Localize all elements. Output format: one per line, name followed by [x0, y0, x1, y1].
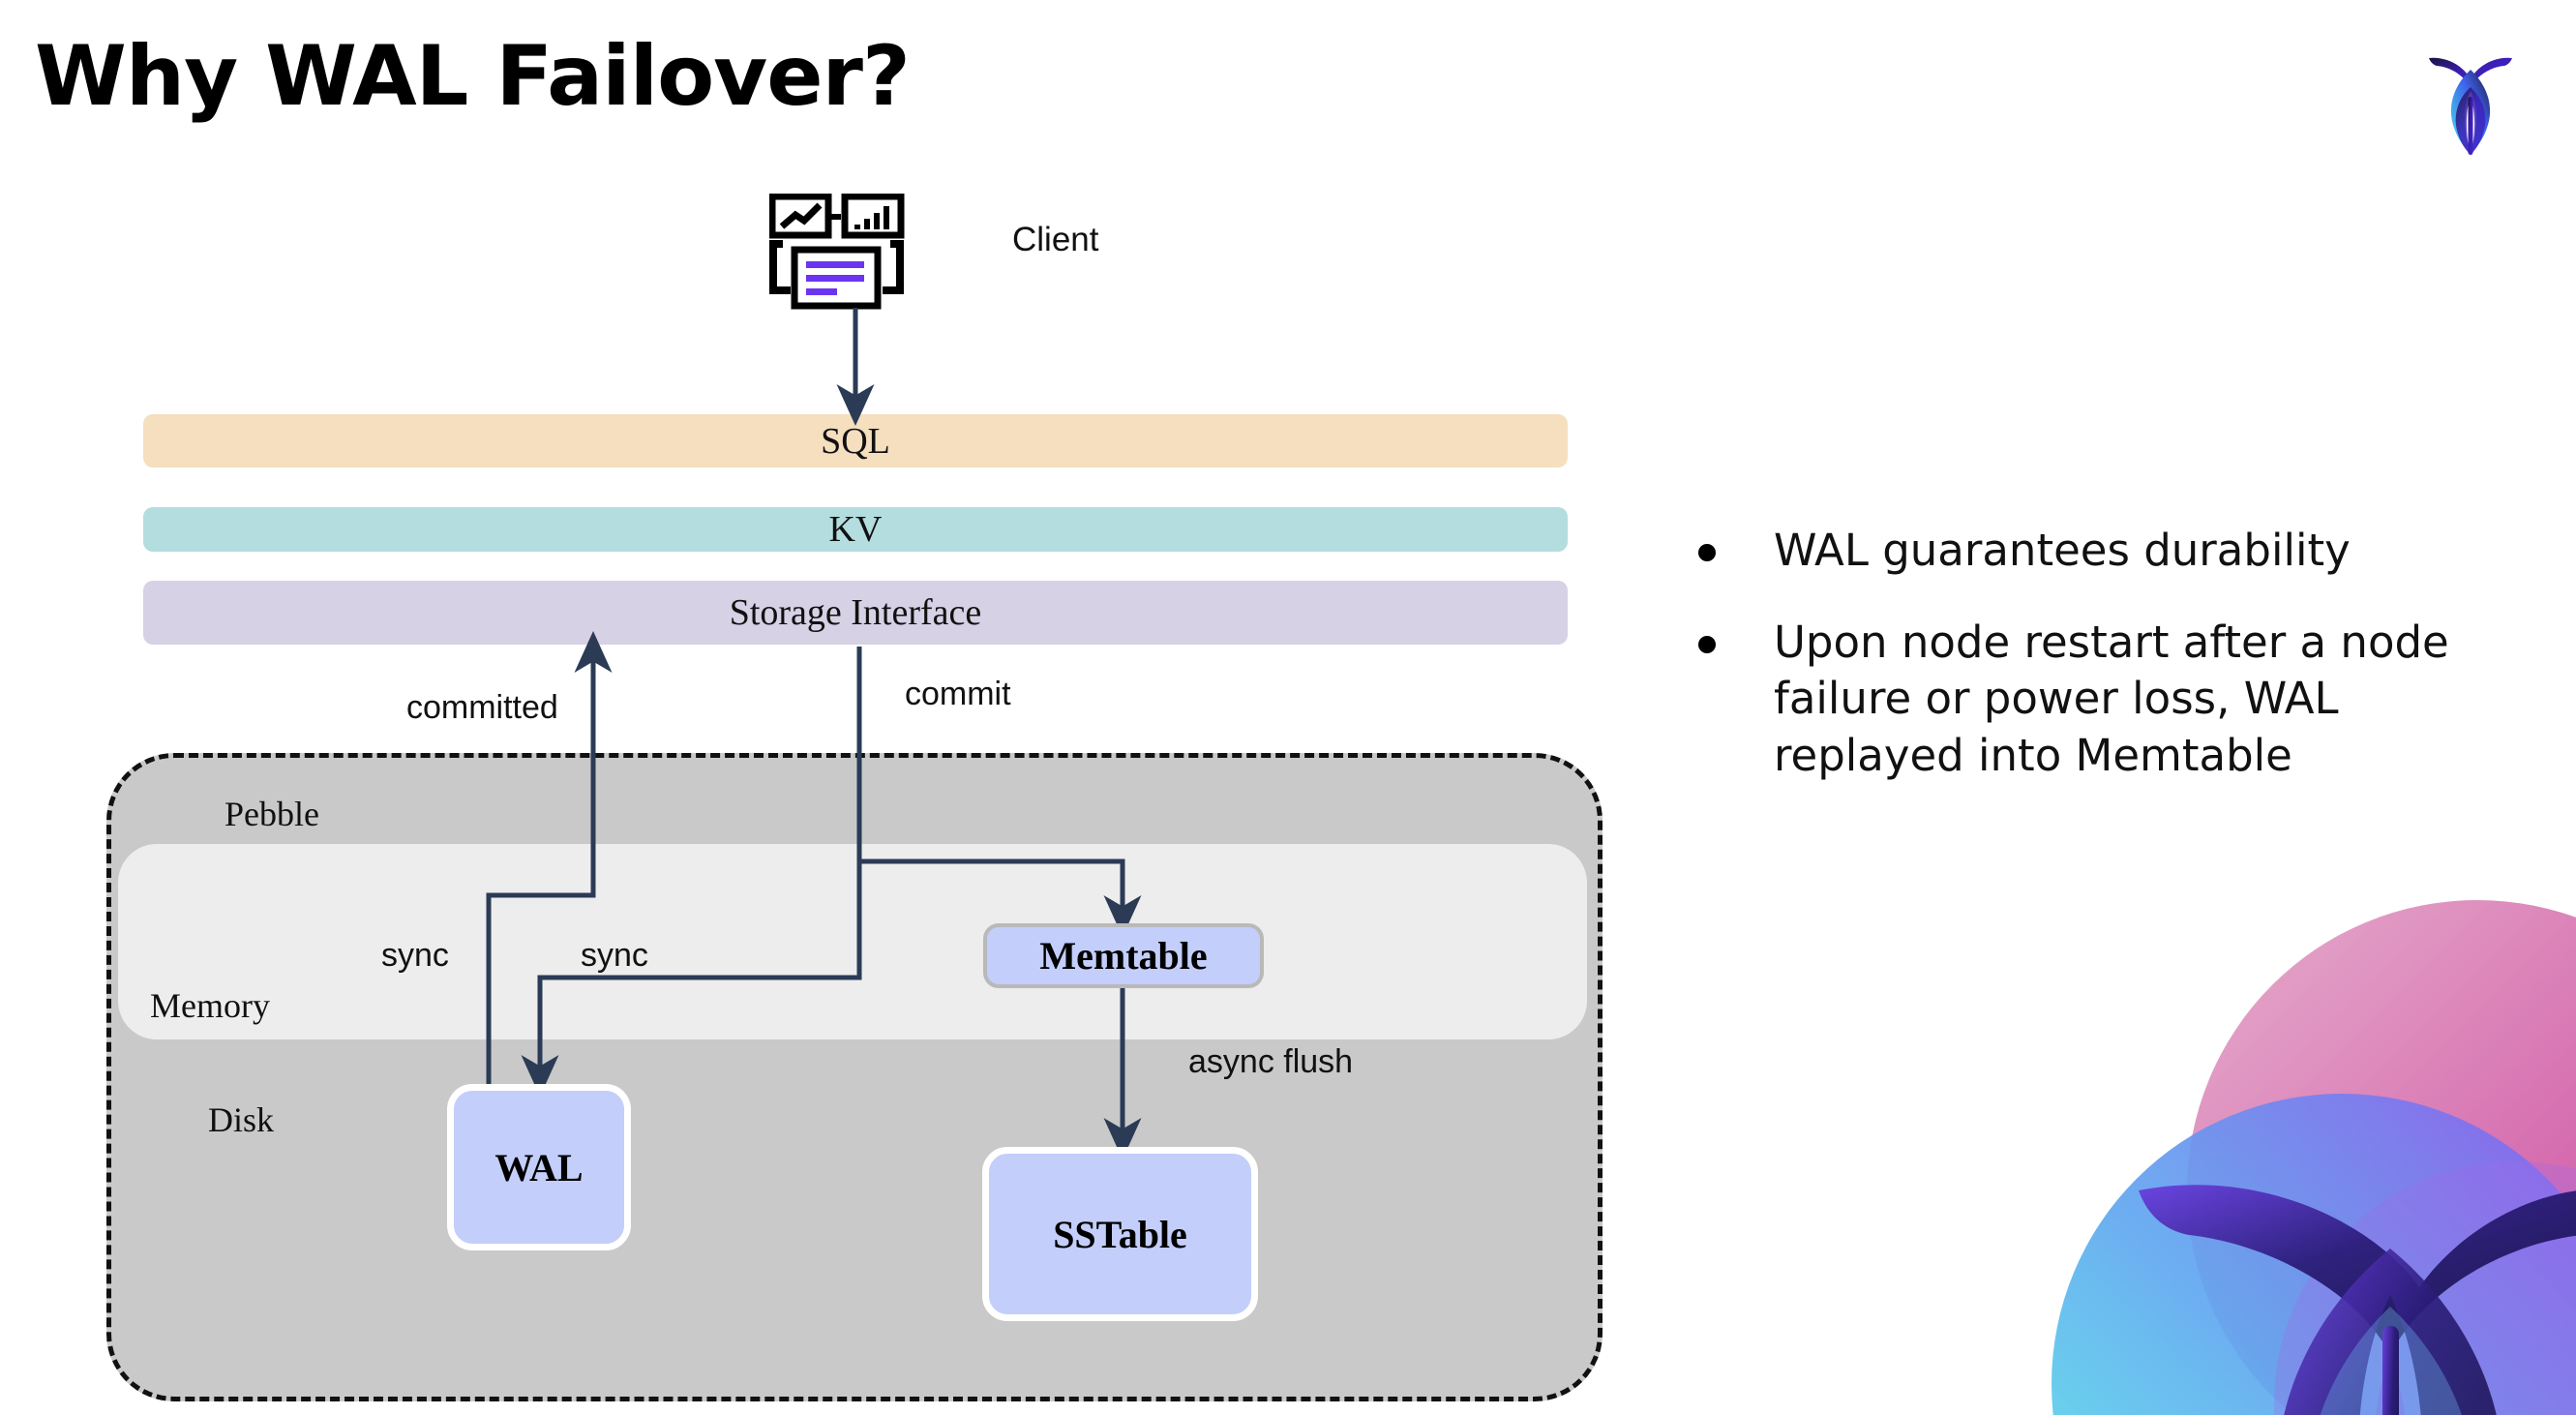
- edge-label-sync-down: sync: [581, 937, 648, 974]
- edge-label-async-flush: async flush: [1188, 1043, 1354, 1080]
- bullet-dot-icon: [1698, 635, 1716, 653]
- edge-label-committed: committed: [406, 689, 558, 726]
- node-memtable: Memtable: [983, 923, 1264, 988]
- bullet-list: WAL guarantees durability Upon node rest…: [1698, 523, 2531, 819]
- layer-bar-storage-interface: Storage Interface: [143, 581, 1568, 645]
- memory-label: Memory: [150, 986, 270, 1025]
- layer-bar-kv: KV: [143, 507, 1568, 552]
- bullet-text: WAL guarantees durability: [1774, 525, 2351, 576]
- cockroachdb-logo-icon: [2408, 37, 2533, 163]
- node-wal: WAL: [447, 1084, 631, 1250]
- edge-label-commit: commit: [905, 676, 1011, 712]
- disk-label: Disk: [208, 1100, 275, 1139]
- bullet-dot-icon: [1698, 544, 1716, 561]
- memory-region: [118, 844, 1587, 1039]
- page-title: Why WAL Failover?: [35, 28, 911, 125]
- node-sstable: SSTable: [982, 1147, 1258, 1321]
- edge-label-sync-up: sync: [381, 937, 449, 974]
- client-label: Client: [1012, 221, 1099, 258]
- cockroachdb-gradient-emblem-icon: [1935, 900, 2576, 1415]
- layer-bar-sql: SQL: [143, 414, 1568, 467]
- pebble-label: Pebble: [225, 795, 319, 833]
- list-item: Upon node restart after a node failure o…: [1698, 615, 2531, 785]
- client-terminal-icon: [768, 193, 924, 310]
- bullet-text: Upon node restart after a node failure o…: [1774, 616, 2449, 781]
- list-item: WAL guarantees durability: [1698, 523, 2531, 580]
